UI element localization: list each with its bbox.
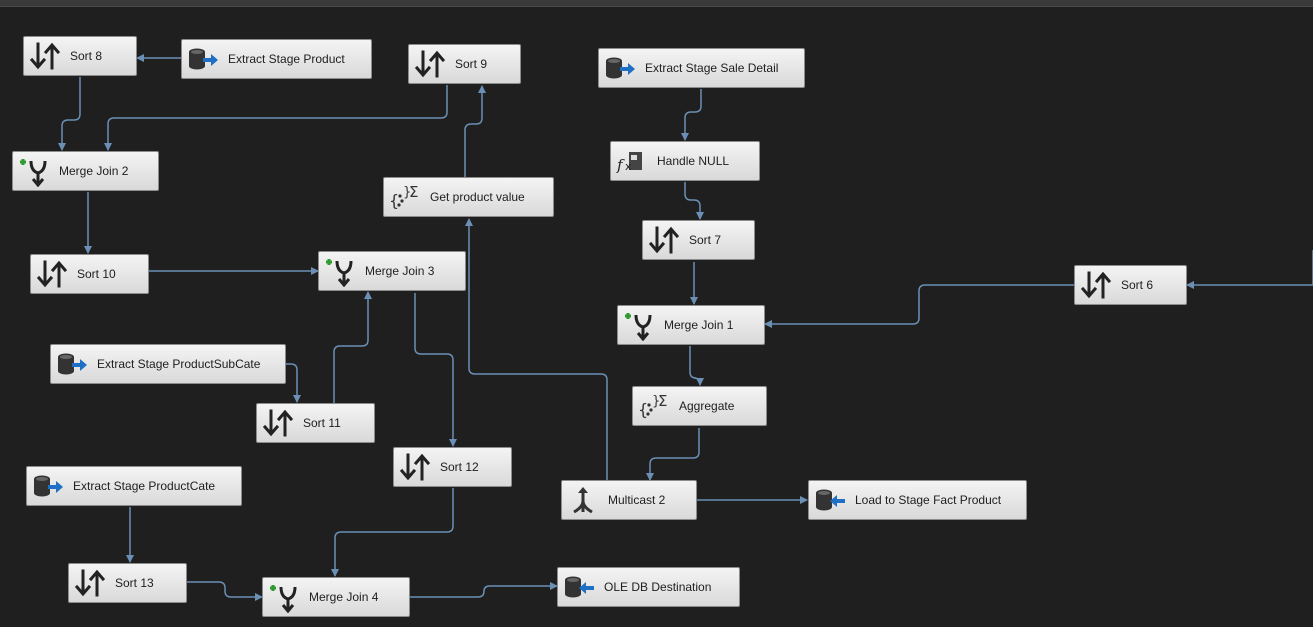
- path-sort11-to-merge-join3: [333, 291, 372, 403]
- sort-icon: [28, 39, 62, 73]
- extract-stage-product-component[interactable]: Extract Stage Product: [181, 39, 372, 79]
- ole-db-source-icon: [31, 469, 65, 503]
- component-label: Sort 13: [115, 576, 154, 590]
- path-aggregate-to-multicast2: [646, 428, 700, 481]
- designer-top-border: [0, 0, 1313, 7]
- component-label: Merge Join 2: [59, 164, 129, 178]
- component-label: Extract Stage Sale Detail: [645, 61, 779, 75]
- sort-icon: [413, 47, 447, 81]
- path-sort8-to-merge-join2: [58, 77, 81, 151]
- sort-icon: [647, 223, 681, 257]
- component-label: Get product value: [430, 190, 525, 204]
- sort-11-component[interactable]: Sort 11: [256, 403, 375, 443]
- path-offscreen-to-sort6: [1186, 250, 1313, 289]
- path-merge-join1-to-aggregate: [689, 346, 704, 386]
- aggregate-icon: {}Σ: [637, 389, 671, 423]
- sort-7-component[interactable]: Sort 7: [642, 220, 755, 260]
- merge-join-4-component[interactable]: Merge Join 4: [262, 577, 410, 617]
- path-sort6-to-merge-join1: [764, 284, 1074, 328]
- get-product-value-component[interactable]: {}Σ Get product value: [383, 177, 554, 217]
- sort-12-component[interactable]: Sort 12: [393, 447, 512, 487]
- extract-stage-productsubcate-component[interactable]: Extract Stage ProductSubCate: [50, 344, 286, 384]
- load-to-stage-fact-product-component[interactable]: Load to Stage Fact Product: [808, 480, 1027, 520]
- svg-text:x: x: [625, 160, 632, 173]
- component-label: Extract Stage ProductCate: [73, 479, 216, 493]
- path-multicast2-to-get-product-value: [465, 218, 608, 480]
- path-sort12-to-merge-join4: [331, 488, 454, 577]
- sort-icon: [35, 257, 69, 291]
- sort-icon: [73, 566, 107, 600]
- sort-icon: [398, 450, 432, 484]
- aggregate-component[interactable]: {}Σ Aggregate: [632, 386, 767, 426]
- component-label: Sort 9: [455, 57, 488, 71]
- multicast-2-component[interactable]: Multicast 2: [561, 480, 697, 520]
- sort-icon: [1079, 268, 1113, 302]
- multicast-icon: [566, 483, 600, 517]
- sort-6-component[interactable]: Sort 6: [1074, 265, 1187, 305]
- component-label: Sort 7: [689, 233, 722, 247]
- svg-text:{: {: [638, 400, 648, 419]
- sort-icon: [261, 406, 295, 440]
- merge-join-icon: [17, 154, 51, 188]
- merge-join-icon: [267, 580, 301, 614]
- component-label: Sort 10: [77, 267, 116, 281]
- merge-join-1-component[interactable]: Merge Join 1: [617, 305, 765, 345]
- path-get-product-value-to-sort9: [464, 85, 486, 177]
- svg-text:f: f: [616, 156, 625, 174]
- path-handle-null-to-sort7: [684, 182, 704, 220]
- path-sort13-to-merge-join4: [187, 581, 263, 601]
- sort-8-component[interactable]: Sort 8: [23, 36, 137, 76]
- ole-db-source-icon: [603, 51, 637, 85]
- component-label: Aggregate: [679, 399, 735, 413]
- component-label: Load to Stage Fact Product: [855, 493, 1002, 507]
- svg-text:Σ: Σ: [658, 392, 667, 410]
- component-label: Extract Stage Product: [228, 52, 345, 66]
- ole-db-source-icon: [186, 42, 220, 76]
- component-label: Multicast 2: [608, 493, 666, 507]
- merge-join-icon: [323, 254, 357, 288]
- ole-db-source-icon: [55, 347, 89, 381]
- component-label: Extract Stage ProductSubCate: [97, 357, 261, 371]
- sort-10-component[interactable]: Sort 10: [30, 254, 149, 294]
- svg-text:}: }: [652, 394, 660, 409]
- component-label: Merge Join 1: [664, 318, 734, 332]
- svg-text:}: }: [403, 185, 411, 200]
- path-extract-sale-detail-to-handle-null: [681, 89, 702, 141]
- extract-stage-sale-detail-component[interactable]: Extract Stage Sale Detail: [598, 48, 805, 88]
- component-label: OLE DB Destination: [604, 580, 712, 594]
- path-merge-join4-to-ole-db-destination: [410, 582, 558, 598]
- ole-db-destination-icon: [813, 483, 847, 517]
- path-merge-join3-to-sort12: [414, 293, 457, 447]
- component-label: Sort 11: [303, 416, 341, 430]
- svg-text:{: {: [389, 191, 399, 210]
- path-extract-productsubcate-to-sort11: [285, 363, 301, 403]
- component-label: Sort 6: [1121, 278, 1154, 292]
- path-sort9-to-merge-join2: [104, 85, 448, 151]
- ole-db-destination-icon: [562, 570, 596, 604]
- extract-stage-productcate-component[interactable]: Extract Stage ProductCate: [26, 466, 242, 506]
- merge-join-icon: [622, 308, 656, 342]
- merge-join-2-component[interactable]: Merge Join 2: [12, 151, 159, 191]
- component-label: Merge Join 4: [309, 590, 379, 604]
- svg-text:Σ: Σ: [409, 183, 418, 201]
- aggregate-icon: {}Σ: [388, 180, 422, 214]
- component-label: Sort 8: [70, 49, 103, 63]
- component-label: Handle NULL: [657, 154, 730, 168]
- sort-13-component[interactable]: Sort 13: [68, 563, 187, 603]
- ole-db-destination-component[interactable]: OLE DB Destination: [557, 567, 740, 607]
- component-label: Sort 12: [440, 460, 479, 474]
- merge-join-3-component[interactable]: Merge Join 3: [318, 251, 466, 291]
- sort-9-component[interactable]: Sort 9: [408, 44, 521, 84]
- component-label: Merge Join 3: [365, 264, 435, 278]
